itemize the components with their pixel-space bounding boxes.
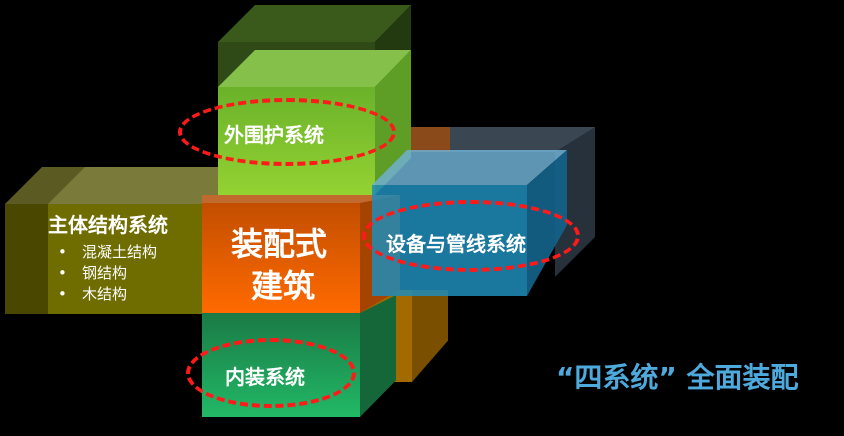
top-back-cube-top <box>218 5 411 42</box>
center-label-line1: 装配式 <box>231 225 328 263</box>
bottom-highlight-ellipse <box>186 338 356 408</box>
left-system-label: 主体结构系统 <box>48 213 168 237</box>
item-label: 木结构 <box>82 285 128 303</box>
top-cube-top <box>218 50 411 87</box>
bullet-icon: • <box>58 264 67 282</box>
left-item-steel: • 钢结构 <box>58 263 157 284</box>
top-highlight-ellipse <box>178 98 396 166</box>
bullet-icon: • <box>58 285 67 303</box>
slogan: “四系统” 全面装配 <box>556 361 799 394</box>
bullet-icon: • <box>58 243 67 261</box>
left-system-items: • 混凝土结构 • 钢结构 • 木结构 <box>58 242 157 305</box>
center-label-line2: 建筑 <box>251 267 316 305</box>
right-highlight-ellipse <box>362 200 580 272</box>
item-label: 混凝土结构 <box>82 243 158 261</box>
left-cube-front-dark <box>5 204 48 314</box>
brown-pillar-side <box>412 290 448 382</box>
center-cube-front <box>202 203 360 313</box>
item-label: 钢结构 <box>82 264 128 282</box>
left-item-wood: • 木结构 <box>58 284 157 305</box>
left-cube-front <box>48 204 208 314</box>
center-cube-top <box>202 195 399 205</box>
bottom-cube-side <box>360 295 396 417</box>
left-item-concrete: • 混凝土结构 <box>58 242 157 263</box>
